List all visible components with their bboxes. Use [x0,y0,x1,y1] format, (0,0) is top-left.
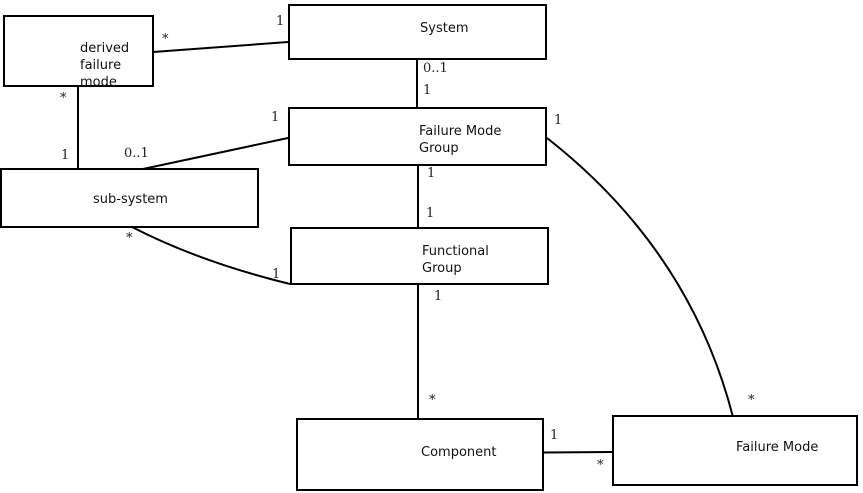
multiplicity-sub-system-functional-group-src: * [126,231,133,246]
node-sub-system: sub-system [0,168,259,228]
multiplicity-sub-system-failure-mode-group-src: 0..1 [124,146,149,161]
multiplicity-derived-failure-mode-system-dst: 1 [276,14,285,29]
multiplicity-functional-group-component-dst: * [429,393,436,408]
multiplicity-derived-failure-mode-sub-system-src: * [60,91,67,106]
node-sub-system-label: sub-system [93,192,168,207]
node-system: System [288,4,547,60]
multiplicity-derived-failure-mode-system-src: * [162,32,169,47]
multiplicity-failure-mode-group-failure-mode-src: 1 [554,113,563,128]
multiplicity-component-failure-mode-src: 1 [550,428,559,443]
edge-sub-system-to-failure-mode-group [142,137,289,170]
node-failure-mode: Failure Mode [612,415,858,486]
node-component: Component [296,418,544,491]
multiplicity-derived-failure-mode-sub-system-dst: 1 [61,148,70,163]
multiplicity-system-failure-mode-group-src: 0..1 [423,61,448,76]
multiplicity-functional-group-component-src: 1 [434,289,443,304]
node-failure-mode-label: Failure Mode [736,440,819,455]
multiplicity-sub-system-failure-mode-group-dst: 1 [271,110,280,125]
node-derived-failure-mode-label: derived failure mode [80,41,130,90]
multiplicity-system-failure-mode-group-dst: 1 [423,83,432,98]
multiplicity-sub-system-functional-group-dst: 1 [272,267,281,282]
node-failure-mode-group-label: Failure Mode Group [419,124,502,156]
multiplicity-failure-mode-group-functional-group-src: 1 [427,166,436,181]
node-failure-mode-group: Failure Mode Group [288,107,547,166]
edge-failure-mode-group-to-failure-mode [546,137,734,418]
node-component-label: Component [421,445,497,460]
multiplicity-failure-mode-group-functional-group-dst: 1 [426,206,435,221]
multiplicity-failure-mode-group-failure-mode-dst: * [748,393,755,408]
edge-component-to-failure-mode [543,451,613,454]
multiplicity-component-failure-mode-dst: * [597,458,604,473]
node-system-label: System [420,21,469,36]
edge-derived-failure-mode-to-system [152,41,289,53]
edge-sub-system-to-functional-group [131,226,291,285]
node-derived-failure-mode: derived failure mode [3,15,154,90]
node-functional-group: Functional Group [290,227,549,285]
node-functional-group-label: Functional Group [422,244,489,276]
